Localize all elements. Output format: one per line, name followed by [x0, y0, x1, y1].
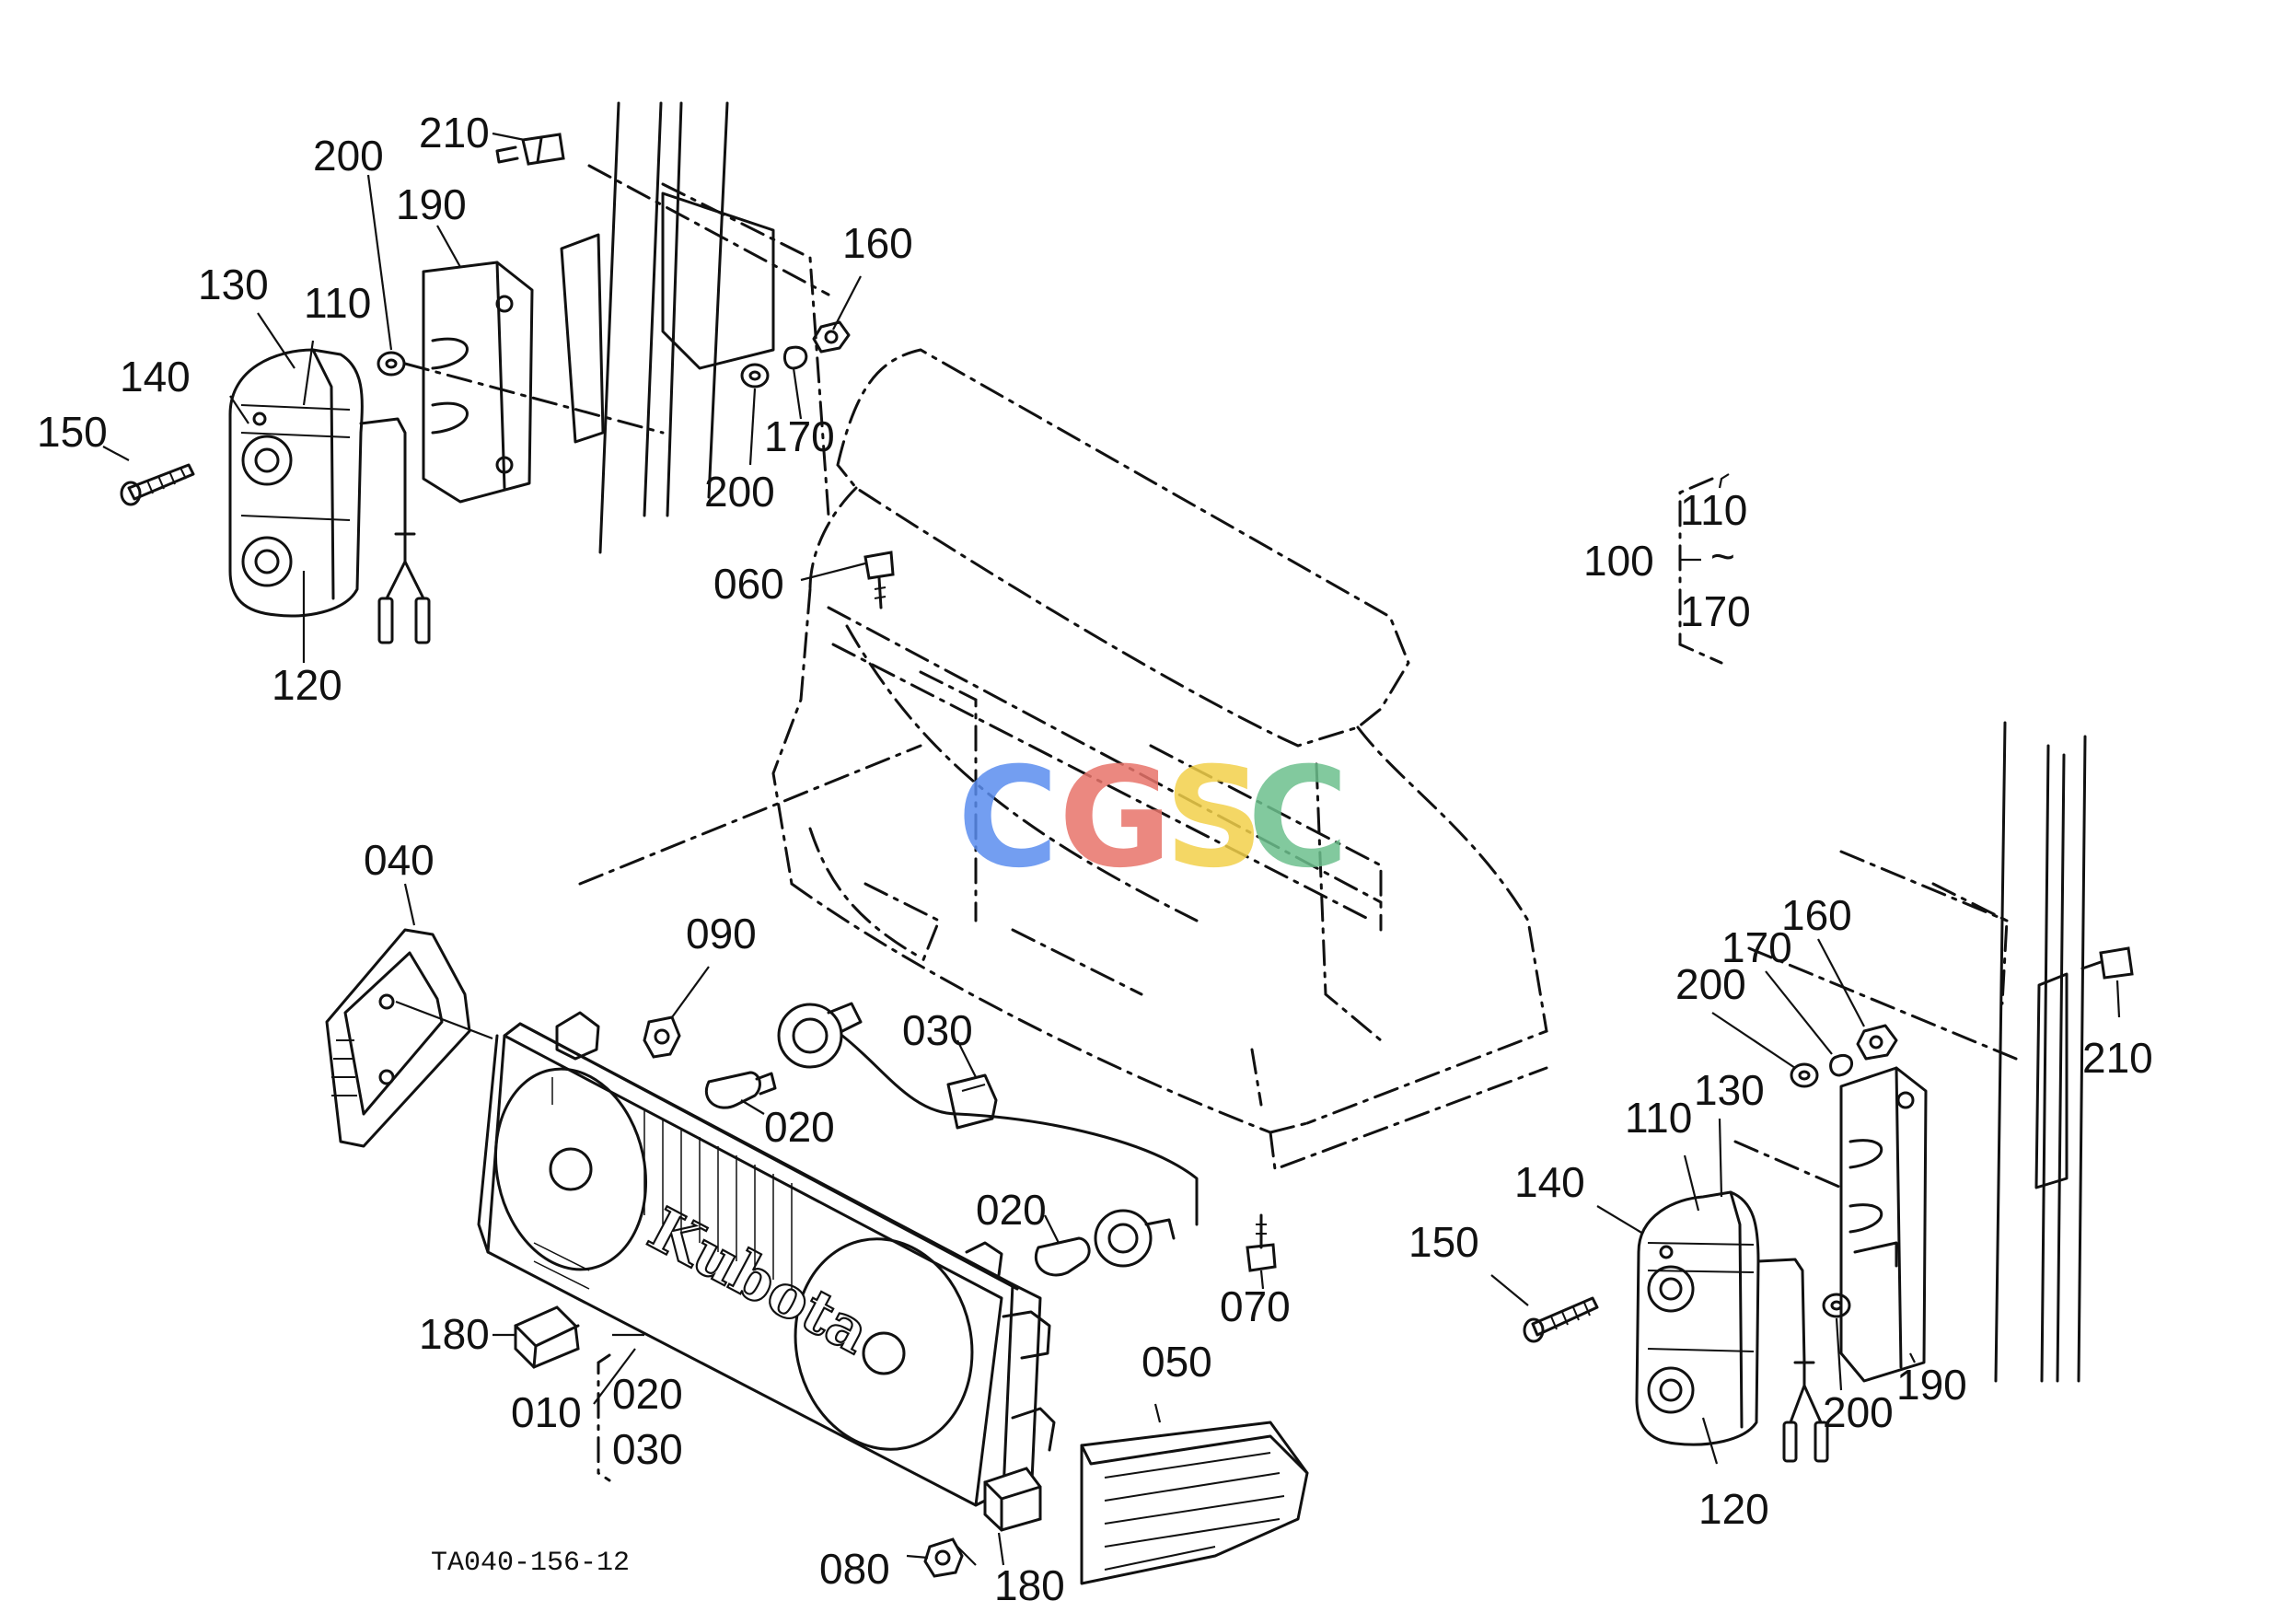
- bracket-190-right: [1839, 1066, 1928, 1383]
- label-020-upper: 020: [764, 1103, 835, 1151]
- side-lamp-040: [325, 928, 493, 1148]
- label-090: 090: [686, 910, 757, 957]
- clip-090: [643, 1015, 681, 1059]
- grille-hatching: [533, 1077, 793, 1290]
- watermark: C G S C: [957, 738, 1349, 899]
- label-200-top: 200: [313, 132, 384, 180]
- label-040: 040: [364, 836, 435, 884]
- label-100: 100: [1583, 537, 1654, 585]
- bracket-190-top: [422, 261, 534, 504]
- label-140-top: 140: [120, 353, 191, 400]
- clip-080: [923, 1537, 964, 1578]
- hood-outline: [578, 348, 1548, 1172]
- cushion-180-right: [983, 1467, 1042, 1532]
- label-010: 010: [511, 1388, 582, 1436]
- label-070: 070: [1220, 1282, 1291, 1330]
- washer-200-right: [1790, 1062, 1819, 1088]
- label-030-upper: 030: [902, 1006, 973, 1054]
- bolt-210-right: [2080, 946, 2134, 980]
- watermark-letter-c1: C: [957, 738, 1059, 899]
- label-190-top: 190: [396, 180, 467, 228]
- label-200-mid: 200: [704, 468, 775, 516]
- bracket-010-group: [597, 1353, 611, 1482]
- label-180-right: 180: [994, 1561, 1065, 1609]
- label-050: 050: [1142, 1338, 1212, 1386]
- label-130-top: 130: [198, 261, 269, 308]
- leader-lines: [102, 132, 2121, 1566]
- label-170-right: 170: [1721, 923, 1792, 971]
- bolt-070: [1246, 1213, 1277, 1272]
- rear-lamp-left: [228, 348, 431, 644]
- watermark-letter-g: G: [1059, 738, 1172, 899]
- label-200-right-lower: 200: [1823, 1388, 1894, 1436]
- rear-lamp-right: [1635, 1190, 1829, 1463]
- bulb-020-lower: [1034, 1236, 1091, 1277]
- label-110-top: 110: [304, 279, 371, 327]
- label-080: 080: [819, 1545, 890, 1593]
- grille-brand-text: Kubota: [637, 1195, 880, 1368]
- bracket-100-kit: [1678, 477, 1723, 665]
- label-210-right: 210: [2082, 1034, 2153, 1082]
- screw-150-right: [1523, 1296, 1599, 1343]
- label-200-right: 200: [1675, 960, 1746, 1008]
- washer-200-top: [377, 351, 406, 377]
- label-030-kit: 030: [612, 1425, 683, 1473]
- label-140-right: 140: [1514, 1158, 1585, 1206]
- nut-160-right: [1856, 1024, 1898, 1061]
- label-170-kit: 170: [1680, 587, 1751, 635]
- label-020-kit: 020: [612, 1370, 683, 1418]
- bulb-020-upper: [704, 1071, 777, 1109]
- turn-lamp-050: [1080, 1421, 1309, 1585]
- label-120-top: 120: [272, 661, 342, 709]
- bolt-210-top: [495, 133, 565, 166]
- washer-200-right-lower: [1822, 1293, 1851, 1318]
- label-150-right: 150: [1408, 1218, 1479, 1266]
- label-150-top: 150: [37, 408, 108, 456]
- label-110-right: 110: [1625, 1094, 1692, 1142]
- lockwasher-170-right: [1829, 1053, 1854, 1077]
- lockwasher-170-top: [783, 345, 808, 370]
- label-160-top: 160: [842, 219, 913, 267]
- screw-150-top: [120, 463, 195, 506]
- label-kit-tilde: ~: [1710, 532, 1735, 580]
- socket-030-upper: [777, 1002, 1199, 1226]
- label-130-right: 130: [1694, 1066, 1765, 1114]
- washer-200-mid: [740, 363, 770, 389]
- label-120-right: 120: [1698, 1485, 1769, 1533]
- bolt-060: [863, 551, 895, 609]
- left-mounting-post: [560, 101, 830, 554]
- label-190-right: 190: [1896, 1361, 1967, 1409]
- label-180-left: 180: [419, 1310, 490, 1358]
- drawing-code: TA040-156-12: [431, 1548, 630, 1579]
- label-210-top: 210: [419, 109, 490, 157]
- nut-160-top: [812, 320, 851, 354]
- label-110-kit: 110: [1680, 486, 1747, 534]
- label-060: 060: [713, 560, 784, 608]
- part-labels: 210 200 190 130 110 140 150 120 160 170 …: [37, 109, 2153, 1609]
- right-mounting-post: [1747, 721, 2087, 1383]
- label-160-right: 160: [1781, 891, 1852, 939]
- label-170-top: 170: [764, 412, 835, 460]
- watermark-letter-c2: C: [1247, 738, 1349, 899]
- cushion-180-left: [514, 1305, 580, 1369]
- socket-030-lower: [1094, 1209, 1176, 1268]
- label-020-lower: 020: [976, 1186, 1047, 1234]
- watermark-letter-s: S: [1165, 738, 1264, 899]
